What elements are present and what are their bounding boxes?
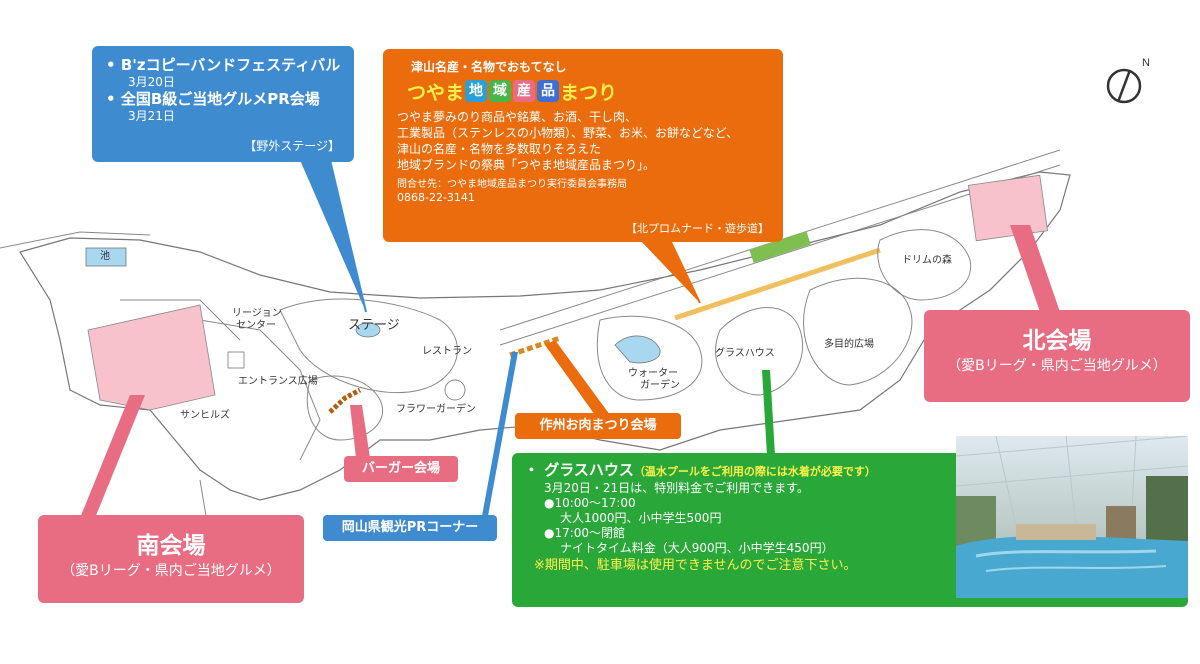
inner-path [279, 298, 458, 394]
meat-fest-tag: 作州お肉まつり会場 [515, 413, 681, 439]
map-label-water2: ガーデン [640, 380, 680, 391]
map-label-restaurant: レストラン [422, 346, 472, 357]
fest-title-a: つやま [407, 81, 465, 104]
map-label-pond: 池 [100, 251, 110, 262]
burger-venue-tag: バーガー会場 [344, 456, 458, 482]
park-outline [19, 171, 1071, 501]
map-label-entrance: エントランス広場 [238, 376, 318, 387]
callout-glasshouse [762, 370, 775, 455]
callout-burger [350, 405, 370, 458]
event-date-1: 3月20日 [128, 75, 175, 89]
inner-path [306, 375, 383, 441]
inner-path [199, 319, 321, 461]
fest-title-b: まつり [560, 81, 618, 104]
event-date-2: 3月21日 [128, 109, 175, 123]
map-label-region1: リージョン [232, 308, 282, 319]
glasshouse-line: ナイトタイム料金（大人900円、小中学生450円） [560, 541, 834, 555]
fest-tile: 域 [489, 80, 512, 102]
fest-contact: 問合せ先：つやま地域産品まつり実行委員会事務局 0868-22-3141 [397, 178, 769, 204]
north-venue-sub: （愛Bリーグ・県内ご当地グルメ） [947, 358, 1167, 374]
map-label-sunhills: サンヒルズ [180, 410, 230, 421]
glasshouse-title: ・ グラスハウス（温水プールをご利用の際には水着が必要です） [524, 461, 876, 479]
glasshouse-line: ●10:00〜17:00 [544, 496, 636, 510]
south-venue-sub: （愛Bリーグ・県内ご当地グルメ） [61, 563, 281, 579]
north-venue-box: 北会場 （愛Bリーグ・県内ご当地グルメ） [924, 310, 1190, 402]
stage-events-box: • B'zコピーバンドフェスティバル 3月20日 • 全国B級ご当地グルメPR会… [92, 46, 354, 162]
compass-label: N [1142, 57, 1150, 69]
promenade-road-2 [499, 164, 1061, 346]
fest-description: つやま夢みのり商品や銘菓、お酒、干し肉、 工業製品（ステンレスの小物類）、野菜、… [397, 110, 739, 172]
station-green [749, 231, 811, 263]
burger-stalls [328, 387, 362, 414]
inner-path [877, 229, 972, 301]
fest-tile: 地 [465, 80, 488, 102]
promenade-highlight [674, 247, 881, 321]
callout-meat [545, 340, 610, 415]
compass-icon [1106, 68, 1142, 104]
south-venue-area [87, 304, 216, 411]
fest-subtitle: 津山名産・名物でおもてなし [411, 60, 567, 74]
inner-path [120, 299, 241, 341]
fest-tile: 産 [513, 80, 536, 102]
fest-tile: 品 [537, 80, 560, 102]
water-garden-shape [614, 335, 661, 364]
map-label-region2: センター [236, 320, 276, 331]
glasshouse-photo [956, 436, 1188, 598]
event-bz-festival: • B'zコピーバンドフェスティバル [106, 56, 341, 74]
callout-pink-north [1010, 225, 1060, 312]
stage-shape [355, 322, 381, 338]
entrance-grid [227, 351, 245, 369]
map-label-multi: 多目的広場 [824, 339, 874, 350]
pond-shape [85, 247, 127, 267]
tourism-pr-tag: 岡山県観光PRコーナー [323, 515, 497, 541]
south-venue-box: 南会場 （愛Bリーグ・県内ご当地グルメ） [38, 515, 304, 603]
glasshouse-line: 3月20日・21日は、特別料金でご利用できます。 [544, 481, 809, 495]
fest-venue: 【北プロムナード・遊歩道】 [626, 222, 769, 235]
south-venue-title: 南会場 [136, 533, 206, 559]
glasshouse-line: ●17:00〜閉館 [544, 526, 626, 540]
callout-pr [482, 352, 518, 516]
map-label-glasshouse: グラスハウス [715, 348, 775, 359]
map-label-water1: ウォーター [628, 368, 678, 379]
callout-pink-south [80, 395, 145, 518]
stage-venue: 【野外ステージ】 [244, 139, 340, 153]
inner-path [596, 315, 703, 401]
fest-phone: 0868-22-3141 [397, 191, 475, 204]
event-b-gourmet: • 全国B級ご当地グルメPR会場 [106, 90, 320, 108]
inner-path [715, 307, 804, 396]
road-west [0, 231, 151, 249]
regional-products-box: 津山名産・名物でおもてなし つやま 地 域 産 品 まつり つやま夢みのり商品や… [383, 49, 783, 242]
glasshouse-line: 大人1000円、小中学生500円 [560, 511, 722, 525]
map-label-dream: ドリムの森 [902, 255, 952, 266]
plaza-circle [444, 379, 466, 401]
north-venue-area [968, 174, 1048, 242]
parking-warning: ※期間中、駐車場は使用できませんのでご注意下さい。 [534, 558, 857, 573]
map-label-stage: ステージ [348, 318, 400, 333]
inner-path [803, 277, 913, 386]
north-venue-title: 北会場 [1022, 328, 1092, 354]
fest-title: つやま 地 域 産 品 まつり [397, 78, 769, 104]
map-label-flower: フラワーガーデン [396, 404, 476, 415]
glasshouse-note: （温水プールをご利用の際には水着が必要です） [633, 465, 876, 478]
